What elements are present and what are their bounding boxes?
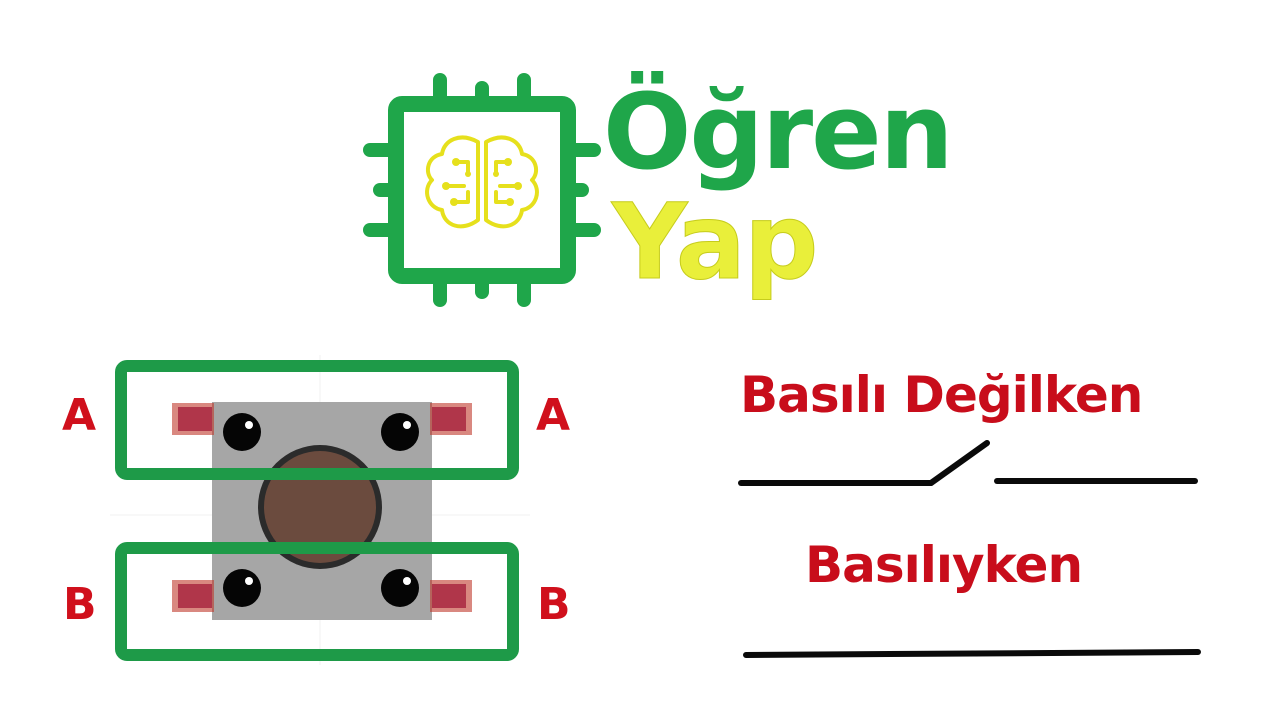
chip-brain-icon [363,73,601,307]
logo-word-yap: Yap [611,181,818,303]
pin-group-b-outline [115,542,519,661]
pin-label-b-left: B [63,579,97,630]
push-button-diagram [110,355,530,665]
pin-group-a-outline [115,360,519,480]
open-switch-symbol [738,440,1198,486]
pin-label-b-right: B [537,579,571,630]
closed-switch-symbol [743,649,1201,658]
button-pins [172,403,472,612]
pin-label-a-right: A [536,390,571,441]
state-label-not-pressed: Basılı Değilken [740,366,1143,424]
pin-label-a-left: A [62,390,97,441]
logo-word-ogren: Öğren [603,71,954,193]
state-label-pressed: Basılıyken [805,536,1083,594]
